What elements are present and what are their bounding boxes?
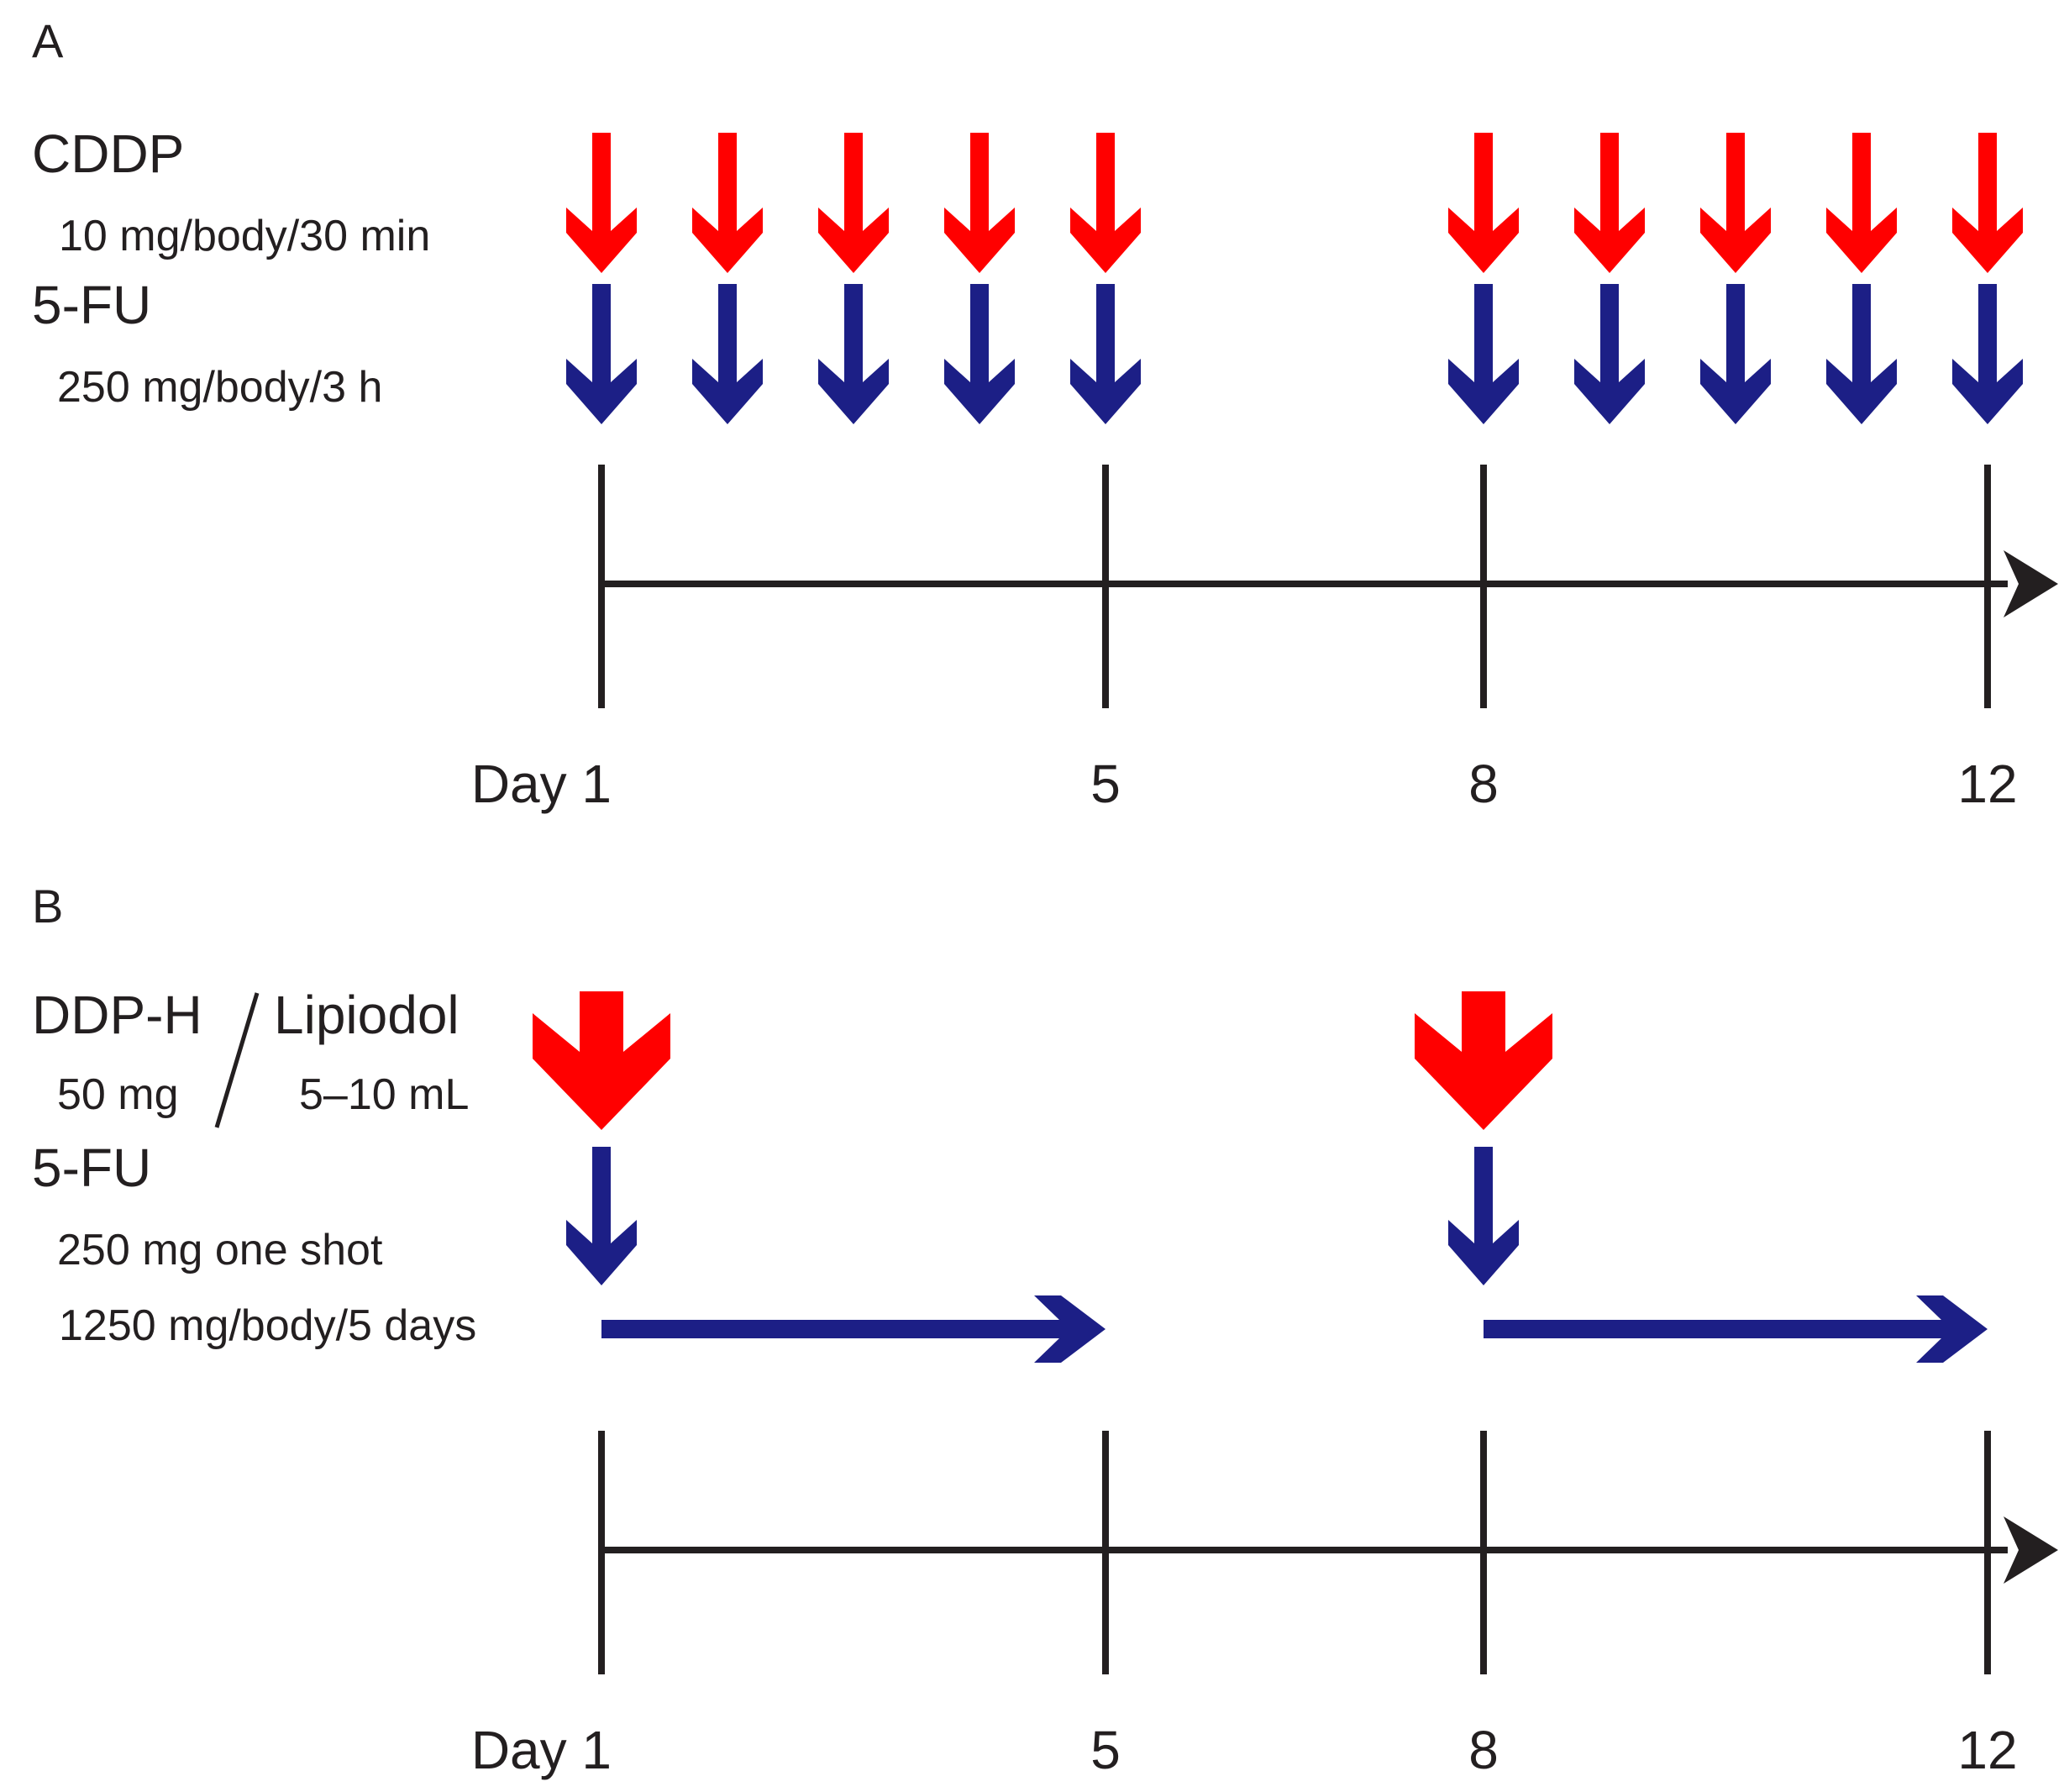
timeline-axis-arrowhead-a: [2004, 550, 2058, 617]
tick-label-day-12: 12: [1957, 1720, 2017, 1780]
cddp-arrow-day-4: [944, 133, 1015, 273]
fu-arrow-a-day-4: [944, 284, 1015, 424]
timeline-axis-arrowhead-b: [2004, 1516, 2058, 1584]
timeline-tick-labels-a: Day 1 5 8 12: [471, 754, 2018, 814]
fu-arrow-a-day-5: [1070, 284, 1141, 424]
tick-label-day-8: 8: [1468, 754, 1499, 814]
panel-a-letter: A: [32, 14, 64, 67]
cddp-arrow-day-2: [692, 133, 763, 273]
fu-arrow-a-day-12: [1952, 284, 2023, 424]
fu-infusion-arrows: [601, 1295, 1988, 1363]
fu-dose-arrows-a: [566, 284, 2023, 424]
fu-label-a: 5-FU: [32, 275, 151, 335]
panel-b: B DDP-H Lipiodol 50 mg 5–10 mL 5-FU 250 …: [32, 880, 2058, 1780]
panel-b-letter: B: [32, 880, 63, 933]
cddp-arrow-day-8: [1448, 133, 1519, 273]
cddp-arrow-day-9: [1574, 133, 1645, 273]
fu-dose-label-a: 250 mg/body/3 h: [57, 363, 382, 412]
fu-arrow-a-day-10: [1700, 284, 1771, 424]
cddp-arrow-day-3: [818, 133, 889, 273]
timeline-axis-b: [601, 1516, 2058, 1584]
fu-infusion-dose-label: 1250 mg/body/5 days: [59, 1301, 476, 1350]
fu-label-b: 5-FU: [32, 1138, 151, 1198]
cddp-arrow-day-12: [1952, 133, 2023, 273]
ddph-label: DDP-H: [32, 985, 202, 1045]
fu-arrow-a-day-8: [1448, 284, 1519, 424]
fu-shot-dose-label: 250 mg one shot: [57, 1226, 383, 1274]
fu-arrow-a-day-11: [1826, 284, 1897, 424]
tick-label-day-8: 8: [1468, 1720, 1499, 1780]
cddp-dose-label: 10 mg/body/30 min: [59, 212, 430, 260]
panel-a: A CDDP 10 mg/body/30 min 5-FU 250 mg/bod…: [32, 14, 2058, 814]
fu-shot-arrow-day-8: [1448, 1147, 1519, 1285]
cddp-arrow-day-11: [1826, 133, 1897, 273]
timeline-ticks-a: [598, 465, 1991, 708]
tick-label-day-12: 12: [1957, 754, 2017, 814]
fu-arrow-a-day-1: [566, 284, 637, 424]
timeline-ticks-b: [598, 1431, 1991, 1674]
cddp-arrow-day-5: [1070, 133, 1141, 273]
cddp-arrow-day-10: [1700, 133, 1771, 273]
tick-label-day-1: Day 1: [471, 754, 612, 814]
fu-arrow-a-day-2: [692, 284, 763, 424]
lipiodol-label: Lipiodol: [274, 985, 460, 1045]
ddph-dose-label: 50 mg: [57, 1070, 179, 1119]
tick-label-day-1: Day 1: [471, 1720, 612, 1780]
timeline-tick-labels-b: Day 1 5 8 12: [471, 1720, 2018, 1780]
ddph-lipiodol-arrows: [533, 991, 1552, 1130]
fu-arrow-a-day-9: [1574, 284, 1645, 424]
lipiodol-dose-label: 5–10 mL: [299, 1070, 469, 1119]
tick-label-day-5: 5: [1090, 754, 1121, 814]
cddp-label: CDDP: [32, 123, 184, 184]
ddph-lipiodol-slash: [214, 992, 260, 1128]
fu-shot-arrows: [566, 1147, 1519, 1285]
tick-label-day-5: 5: [1090, 1720, 1121, 1780]
cddp-dose-arrows: [566, 133, 2023, 273]
fu-infusion-arrow-day-8-12: [1484, 1295, 1988, 1363]
cddp-arrow-day-1: [566, 133, 637, 273]
ddph-lipiodol-arrow-day-8: [1415, 991, 1552, 1130]
timeline-axis-a: [601, 550, 2058, 617]
fu-arrow-a-day-3: [818, 284, 889, 424]
fu-shot-arrow-day-1: [566, 1147, 637, 1285]
ddph-lipiodol-arrow-day-1: [533, 991, 670, 1130]
fu-infusion-arrow-day-1-5: [601, 1295, 1106, 1363]
